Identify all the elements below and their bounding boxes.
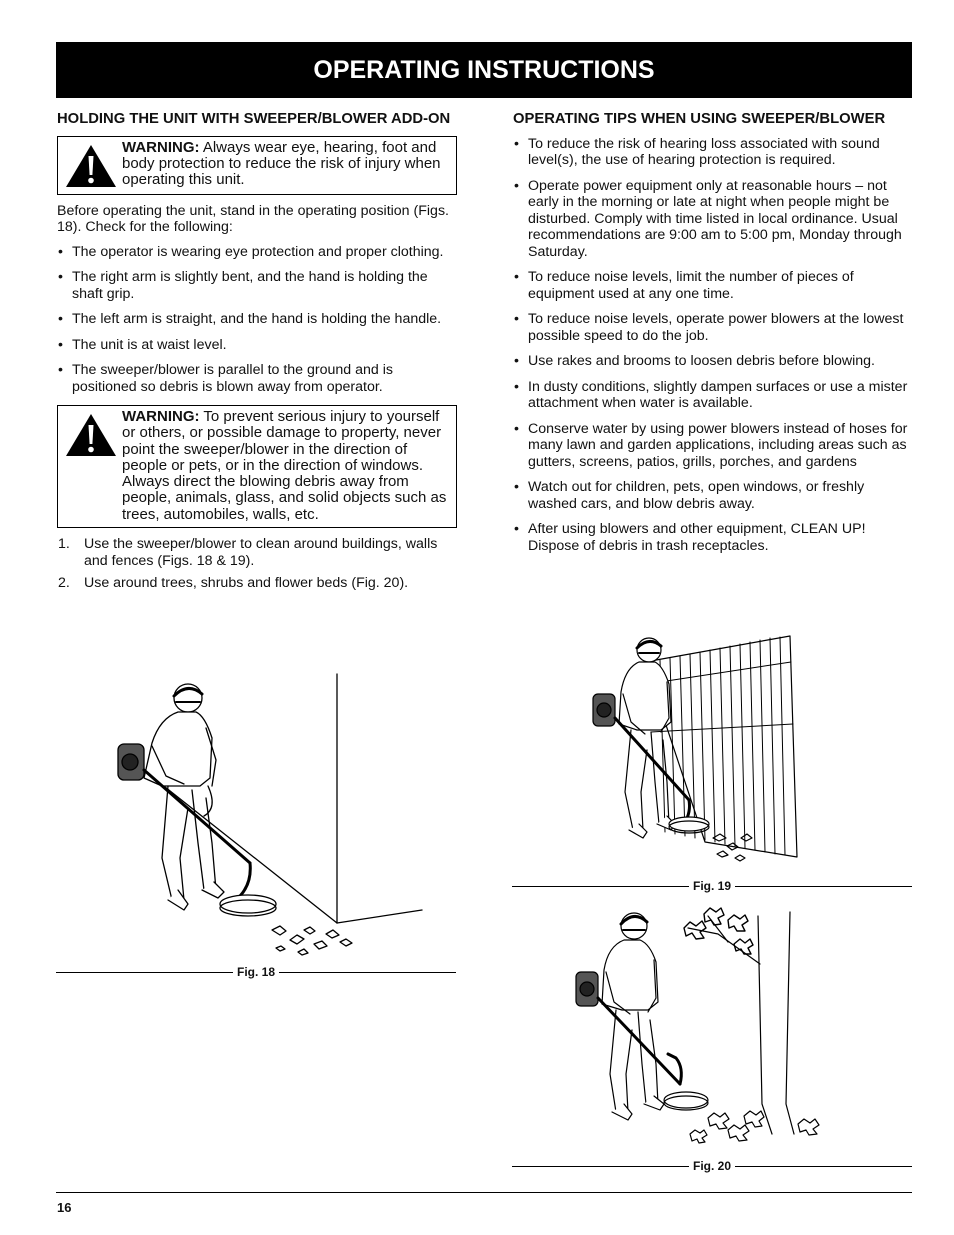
- list-item: Operate power equipment only at reasonab…: [513, 178, 913, 261]
- figure-19-illustration: [592, 635, 798, 862]
- left-column: HOLDING THE UNIT WITH SWEEPER/BLOWER ADD…: [57, 111, 457, 598]
- list-item: Conserve water by using power blowers in…: [513, 421, 913, 471]
- figure-20-caption-row: Fig. 20: [512, 1159, 913, 1173]
- warning-box-direction: WARNING: To prevent serious injury to yo…: [57, 405, 457, 529]
- step-text: Use the sweeper/blower to clean around b…: [84, 536, 438, 569]
- list-item: The operator is wearing eye protection a…: [57, 244, 457, 261]
- list-item: To reduce noise levels, limit the number…: [513, 269, 913, 302]
- list-item: To reduce noise levels, operate power bl…: [513, 311, 913, 344]
- caption-rule: [512, 1165, 689, 1167]
- figure-caption: Fig. 18: [237, 965, 276, 979]
- warning-body: To prevent serious injury to yourself or…: [122, 408, 447, 523]
- figure-18-illustration: [117, 673, 423, 956]
- caption-rule: [735, 885, 913, 887]
- step-number: 1.: [58, 536, 70, 553]
- list-item: Watch out for children, pets, open windo…: [513, 479, 913, 512]
- figure-19-caption-row: Fig. 19: [512, 879, 913, 893]
- warning-text: WARNING: To prevent serious injury to yo…: [122, 408, 450, 523]
- warning-text: WARNING: Always wear eye, hearing, foot …: [122, 138, 450, 190]
- list-item: In dusty conditions, slightly dampen sur…: [513, 379, 913, 412]
- figure-caption: Fig. 20: [693, 1159, 732, 1173]
- step-item: 2. Use around trees, shrubs and flower b…: [57, 575, 457, 592]
- page-number: 16: [57, 1200, 72, 1215]
- operating-tips-list: To reduce the risk of hearing loss assoc…: [513, 136, 913, 555]
- caption-rule: [512, 885, 689, 887]
- list-item: Use rakes and brooms to loosen debris be…: [513, 353, 913, 370]
- usage-steps: 1. Use the sweeper/blower to clean aroun…: [57, 536, 457, 592]
- list-item: After using blowers and other equipment,…: [513, 521, 913, 554]
- list-item: The left arm is straight, and the hand i…: [57, 311, 457, 328]
- figure-20-illustration: [575, 907, 820, 1144]
- page-title: OPERATING INSTRUCTIONS: [313, 55, 655, 84]
- step-text: Use around trees, shrubs and flower beds…: [84, 575, 409, 592]
- caption-rule: [279, 971, 457, 973]
- warning-label: WARNING:: [122, 138, 200, 156]
- right-column: OPERATING TIPS WHEN USING SWEEPER/BLOWER…: [513, 111, 913, 563]
- step-item: 1. Use the sweeper/blower to clean aroun…: [57, 536, 457, 569]
- page-title-banner: OPERATING INSTRUCTIONS: [56, 42, 912, 98]
- list-item: The sweeper/blower is parallel to the gr…: [57, 362, 457, 395]
- intro-paragraph: Before operating the unit, stand in the …: [57, 202, 449, 236]
- figure-caption: Fig. 19: [693, 879, 732, 893]
- step-number: 2.: [58, 575, 70, 592]
- warning-label: WARNING:: [122, 408, 200, 425]
- list-item: The unit is at waist level.: [57, 337, 457, 354]
- position-checklist: The operator is wearing eye protection a…: [57, 244, 457, 396]
- list-item: The right arm is slightly bent, and the …: [57, 269, 457, 302]
- footer-rule: [56, 1192, 912, 1193]
- warning-body: Always wear eye, hearing, foot and body …: [122, 138, 441, 189]
- list-item: To reduce the risk of hearing loss assoc…: [513, 136, 913, 169]
- warning-box-protection: WARNING: Always wear eye, hearing, foot …: [57, 135, 457, 195]
- figure-18-caption-row: Fig. 18: [56, 965, 457, 979]
- warning-triangle-icon: [60, 140, 122, 190]
- caption-rule: [56, 971, 233, 973]
- section-heading-tips: OPERATING TIPS WHEN USING SWEEPER/BLOWER: [513, 111, 886, 127]
- section-heading-holding: HOLDING THE UNIT WITH SWEEPER/BLOWER ADD…: [57, 111, 451, 127]
- caption-rule: [735, 1165, 913, 1167]
- warning-triangle-icon: [60, 409, 122, 523]
